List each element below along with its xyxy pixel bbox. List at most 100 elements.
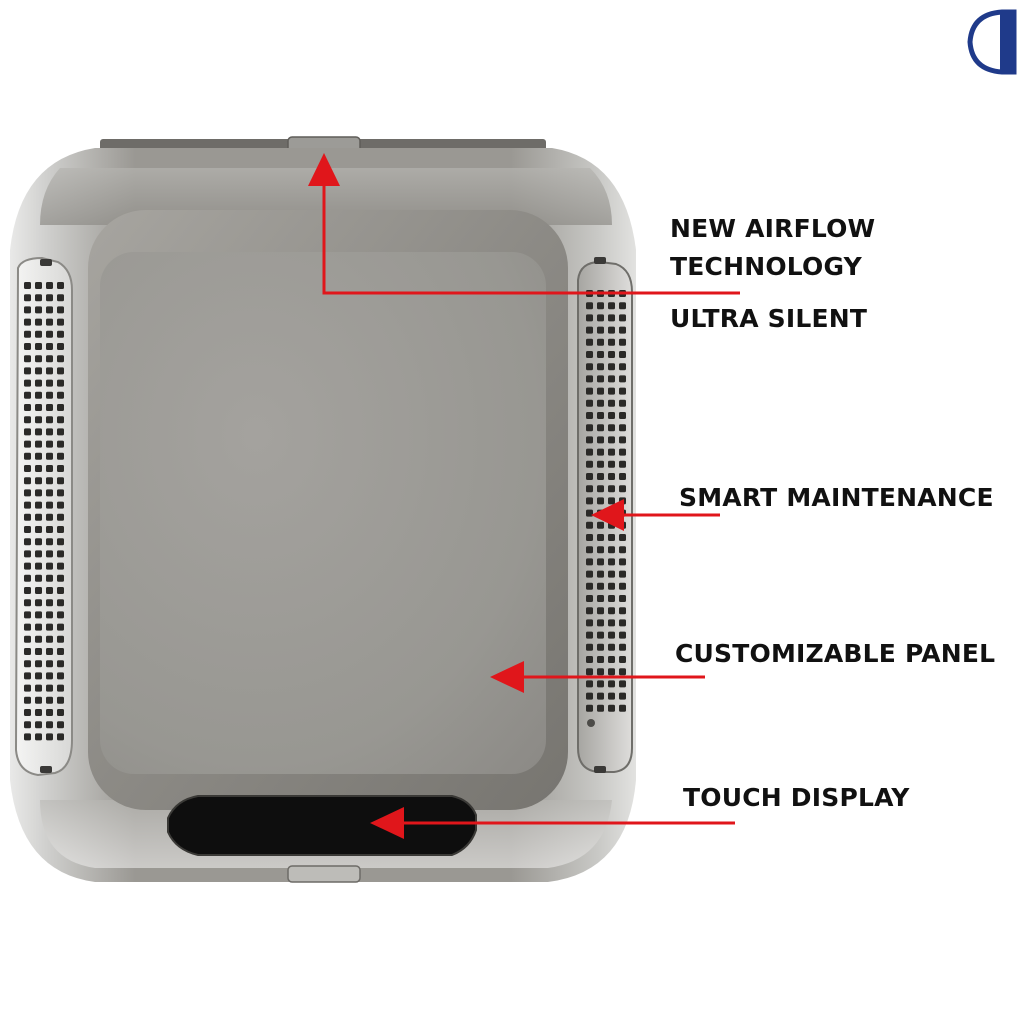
vent-hole [46,721,53,729]
vent-hole [608,607,615,615]
vent-hole [597,460,604,468]
vent-hole [35,648,42,655]
vent-hole [24,282,31,289]
vent-hole [597,546,604,554]
vent-hole [46,367,53,375]
vent-hole [597,656,604,663]
vent-hole [46,416,53,424]
vent-hole [57,623,64,631]
vent-hole [586,546,593,554]
vent-hole [57,416,64,424]
vent-hole [608,338,615,346]
vent-hole [586,412,593,419]
vent-hole [35,562,42,570]
vent-hole [608,448,615,456]
vent-hole [35,355,42,363]
vent-hole [24,428,31,436]
vent-hole [597,387,604,395]
vent-hole [46,391,53,399]
vent-hole [608,534,615,541]
vent-hole [586,448,593,456]
vent-hole [24,306,31,314]
vent-hole [46,660,53,668]
vent-hole [597,424,604,432]
vent-hole [46,343,53,350]
vent-holes-right [586,290,626,712]
vent-hole [619,668,626,676]
vent-hole [619,351,626,358]
vent-hole [46,428,53,436]
vent-hole [46,404,53,411]
vent-hole [619,595,626,602]
vent-hole [608,680,615,688]
vent-hole [57,513,64,521]
vent-hole [46,513,53,521]
vent-hole [35,526,42,533]
vent-hole [57,562,64,570]
vent-hole [46,623,53,631]
touch-display[interactable] [167,795,477,856]
vent-hole [35,550,42,558]
vent-hole [586,558,593,566]
vent-hole [608,485,615,493]
vent-hole [619,704,626,712]
vent-hole [586,302,593,310]
vent-hole [46,489,53,497]
vent-hole [24,367,31,375]
vent-hole [57,489,64,497]
indicator-light [587,719,595,727]
vent-hole [586,314,593,322]
vent-hole [586,485,593,493]
vent-hole [619,314,626,322]
vent-hole [619,692,626,700]
vent-hole [35,538,42,546]
vent-hole [46,465,53,472]
vent-hole [24,574,31,582]
vent-hole [35,660,42,668]
vent-hole [597,680,604,688]
vent-hole [35,587,42,594]
vent-hole [586,399,593,407]
callout-arrows [308,153,740,839]
vent-hole [586,436,593,444]
vent-hole [608,399,615,407]
vent-hole [586,351,593,358]
vent-hole [46,574,53,582]
vent-hole [57,318,64,326]
vent-hole [619,338,626,346]
vent-hole [586,387,593,395]
vent-hole [57,330,64,338]
vent-hole [35,318,42,326]
vent-hole [57,428,64,436]
vent-hole [586,607,593,615]
vent-hole [24,660,31,668]
vent-hole [57,379,64,387]
vent-hole [619,460,626,468]
vent-hole [35,452,42,460]
vent-hole [35,477,42,485]
vent-hole [597,534,604,541]
vent-hole [35,416,42,424]
air-purifier-image [10,136,636,883]
vent-hole [35,672,42,680]
vent-hole [24,465,31,472]
vent-hole [586,338,593,346]
vent-hole [619,558,626,566]
vent-hole [35,513,42,521]
vent-hole [24,343,31,350]
vent-hole [619,534,626,541]
vent-hole [57,574,64,582]
vent-hole [608,643,615,651]
vent-hole [597,607,604,615]
vent-hole [35,440,42,448]
vent-hole [608,314,615,322]
vent-hole [46,562,53,570]
label-airflow-line2: TECHNOLOGY [670,252,862,281]
vent-hole [46,526,53,533]
vent-hole [35,330,42,338]
vent-holes-left [24,282,64,741]
vent-hole [586,582,593,590]
vent-hole [46,611,53,619]
vent-hole [597,338,604,346]
bottom-connector [287,865,361,883]
